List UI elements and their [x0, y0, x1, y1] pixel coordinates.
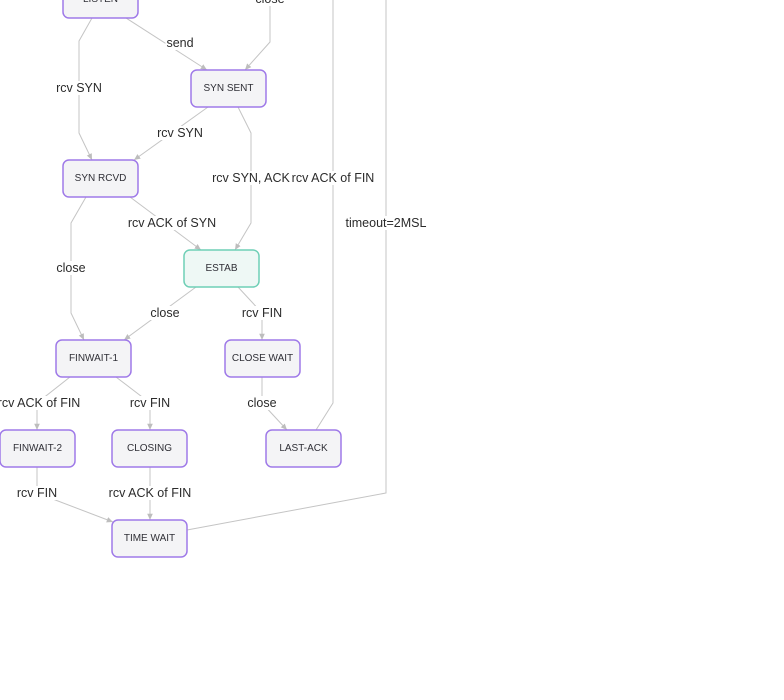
edge-top-to-syn_sent: [244, 0, 271, 71]
state-node-label: CLOSE WAIT: [232, 353, 293, 364]
edge-label-last_ack-to-top: rcv ACK of FIN: [290, 171, 376, 185]
edge-label-background: [246, 396, 278, 410]
edge-label-background: [156, 126, 204, 140]
edge-label-close_wait-to-last_ack: close: [246, 396, 278, 410]
state-node-box[interactable]: [62, 159, 139, 198]
edge-label-estab-to-finwait1: close: [149, 306, 181, 320]
state-node-label: SYN SENT: [203, 83, 253, 94]
edge-label-background: [0, 396, 82, 410]
edge-label-time_wait-to-top: timeout=2MSL: [344, 216, 428, 230]
edge-label-text: rcv SYN: [56, 81, 102, 95]
edge-label-background: [15, 486, 59, 500]
edge-label-background: [149, 306, 181, 320]
edge-label-text: close: [255, 0, 284, 6]
state-node-label: LAST-ACK: [279, 443, 328, 454]
state-node-last-ack[interactable]: LAST-ACK: [265, 429, 342, 468]
edge-label-finwait1-to-finwait2: rcv ACK of FIN: [0, 396, 82, 410]
state-node-label: CLOSING: [127, 443, 172, 454]
state-node-label: SYN RCVD: [75, 173, 127, 184]
state-node-label: FINWAIT-1: [69, 353, 119, 364]
state-node-box[interactable]: [55, 339, 132, 378]
edge-label-background: [254, 0, 286, 6]
edge-label-text: close: [150, 306, 179, 320]
edge-label-closing-to-time_wait: rcv ACK of FIN: [107, 486, 193, 500]
state-node-syn-sent[interactable]: SYN SENT: [190, 69, 267, 108]
state-node-estab[interactable]: ESTAB: [183, 249, 260, 288]
edge-label-text: rcv FIN: [17, 486, 57, 500]
edge-label-estab-to-close_wait: rcv FIN: [240, 306, 284, 320]
edge-label-background: [126, 216, 218, 230]
edge-label-text: close: [247, 396, 276, 410]
edge-label-syn_sent-to-estab: rcv SYN, ACK: [211, 171, 292, 185]
edge-label-background: [290, 171, 376, 185]
state-node-listen[interactable]: LISTEN: [62, 0, 139, 19]
state-node-finwait1[interactable]: FINWAIT-1: [55, 339, 132, 378]
edge-label-text: rcv FIN: [242, 306, 282, 320]
edge-label-listen-to-syn_sent: send: [165, 36, 195, 50]
state-node-label: TIME WAIT: [124, 533, 175, 544]
edge-last_ack-to-top: [315, 0, 334, 431]
edge-label-top-to-syn_sent: close: [254, 0, 286, 6]
state-node-label: ESTAB: [205, 263, 237, 274]
edge-label-background: [165, 36, 195, 50]
edge-label-text: timeout=2MSL: [346, 216, 427, 230]
state-node-box[interactable]: [62, 0, 139, 19]
state-node-close-wait[interactable]: CLOSE WAIT: [224, 339, 301, 378]
edge-label-text: rcv ACK of FIN: [0, 396, 80, 410]
edge-label-finwait2-to-time_wait: rcv FIN: [15, 486, 59, 500]
edge-label-syn_rcvd-to-estab: rcv ACK of SYN: [126, 216, 218, 230]
edge-label-text: rcv SYN, ACK: [212, 171, 290, 185]
edge-label-text: rcv ACK of SYN: [128, 216, 216, 230]
edge-label-text: send: [166, 36, 193, 50]
edge-time_wait-to-top: [186, 0, 387, 531]
edge-label-text: rcv ACK of FIN: [292, 171, 375, 185]
edge-label-background: [107, 486, 193, 500]
state-node-closing[interactable]: CLOSING: [111, 429, 188, 468]
edge-label-text: rcv FIN: [130, 396, 170, 410]
state-node-box[interactable]: [0, 429, 76, 468]
state-node-time-wait[interactable]: TIME WAIT: [111, 519, 188, 558]
edge-label-text: close: [56, 261, 85, 275]
edge-label-background: [55, 261, 87, 275]
state-node-syn-rcvd[interactable]: SYN RCVD: [62, 159, 139, 198]
edge-label-listen-to-syn_rcvd: rcv SYN: [55, 81, 103, 95]
state-node-box[interactable]: [183, 249, 260, 288]
state-node-box[interactable]: [224, 339, 301, 378]
edge-label-syn_sent-to-syn_rcvd: rcv SYN: [156, 126, 204, 140]
state-node-box[interactable]: [190, 69, 267, 108]
edge-label-text: rcv SYN: [157, 126, 203, 140]
edge-label-background: [211, 171, 292, 185]
edge-label-background: [128, 396, 172, 410]
edge-label-text: rcv ACK of FIN: [109, 486, 192, 500]
edge-label-background: [55, 81, 103, 95]
state-node-box[interactable]: [111, 519, 188, 558]
state-node-finwait2[interactable]: FINWAIT-2: [0, 429, 76, 468]
state-node-label: LISTEN: [83, 0, 118, 5]
state-node-label: FINWAIT-2: [13, 443, 63, 454]
edge-label-background: [344, 216, 428, 230]
state-node-box[interactable]: [265, 429, 342, 468]
edge-label-syn_rcvd-to-finwait1: close: [55, 261, 87, 275]
edge-label-background: [240, 306, 284, 320]
state-node-box[interactable]: [111, 429, 188, 468]
edge-label-finwait1-to-closing: rcv FIN: [128, 396, 172, 410]
